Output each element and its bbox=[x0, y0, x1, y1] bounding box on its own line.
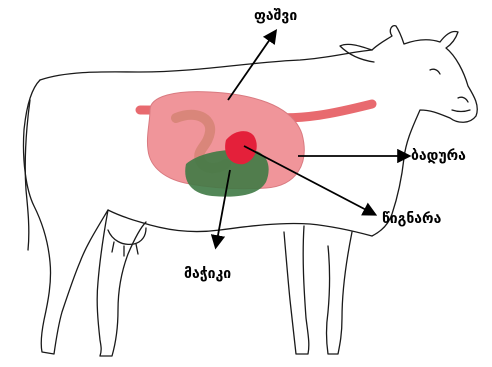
omasum-label: ბადურა bbox=[411, 148, 466, 164]
reticulum-label: წიგნარა bbox=[382, 211, 441, 227]
rumen-label: ფაშვი bbox=[254, 8, 297, 24]
abomasum-label: მაჭიკი bbox=[184, 266, 231, 282]
